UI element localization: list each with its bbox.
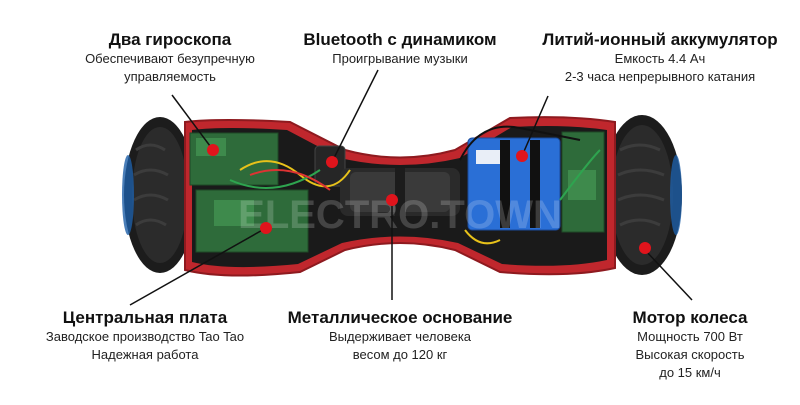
marker-board: [260, 222, 272, 234]
wires: [229, 125, 601, 245]
label-title: Мотор колеса: [632, 308, 748, 327]
gyro-board: [189, 132, 279, 186]
label-line: весом до 120 кг: [352, 347, 448, 362]
label-title: Центральная плата: [62, 308, 228, 327]
label-line: Емкость 4.4 Ач: [614, 51, 706, 66]
label-title: Два гироскопа: [108, 30, 232, 49]
right-wheel: [602, 115, 682, 275]
pointer-motor: [644, 249, 693, 301]
label-metal-base: Металлическое основание Выдерживает чело…: [270, 308, 530, 364]
label-line: до 15 км/ч: [659, 365, 721, 380]
label-line: Высокая скорость: [635, 347, 745, 362]
label-title: Металлическое основание: [287, 308, 513, 327]
marker-gyro: [207, 144, 219, 156]
marker-base: [386, 194, 398, 206]
marker-batt: [516, 150, 528, 162]
left-wheel: [122, 117, 196, 273]
label-line: Надежная работа: [91, 347, 199, 362]
label-line: Обеспечивают безупречную: [85, 51, 255, 66]
label-line: Мощность 700 Вт: [637, 329, 743, 344]
label-line: управляемость: [124, 69, 216, 84]
markers: [207, 144, 651, 254]
label-title: Литий-ионный аккумулятор: [542, 30, 778, 49]
label-central-board: Центральная плата Заводское производство…: [0, 308, 290, 364]
watermark: ELECTRO.TOWN: [238, 193, 562, 237]
label-wheel-motor: Мотор колеса Мощность 700 Вт Высокая ско…: [590, 308, 790, 382]
label-line: Выдерживает человека: [328, 329, 472, 344]
pointer-gyro: [171, 94, 214, 151]
marker-bt: [326, 156, 338, 168]
pointer-board: [129, 227, 267, 306]
label-title: Bluetooth с динамиком: [303, 30, 497, 49]
pointer-batt: [521, 95, 549, 157]
label-gyroscopes: Два гироскопа Обеспечивают безупречную у…: [60, 30, 280, 86]
label-line: Заводское производство Tao Tao: [45, 329, 245, 344]
marker-motor: [639, 242, 651, 254]
pointer-lines: [129, 69, 693, 306]
label-battery: Литий-ионный аккумулятор Емкость 4.4 Ач …: [520, 30, 800, 86]
label-bluetooth: Bluetooth с динамиком Проигрывание музык…: [280, 30, 520, 68]
pointer-bt: [331, 69, 379, 163]
label-line: Проигрывание музыки: [332, 51, 468, 66]
label-line: 2-3 часа непрерывного катания: [564, 69, 756, 84]
